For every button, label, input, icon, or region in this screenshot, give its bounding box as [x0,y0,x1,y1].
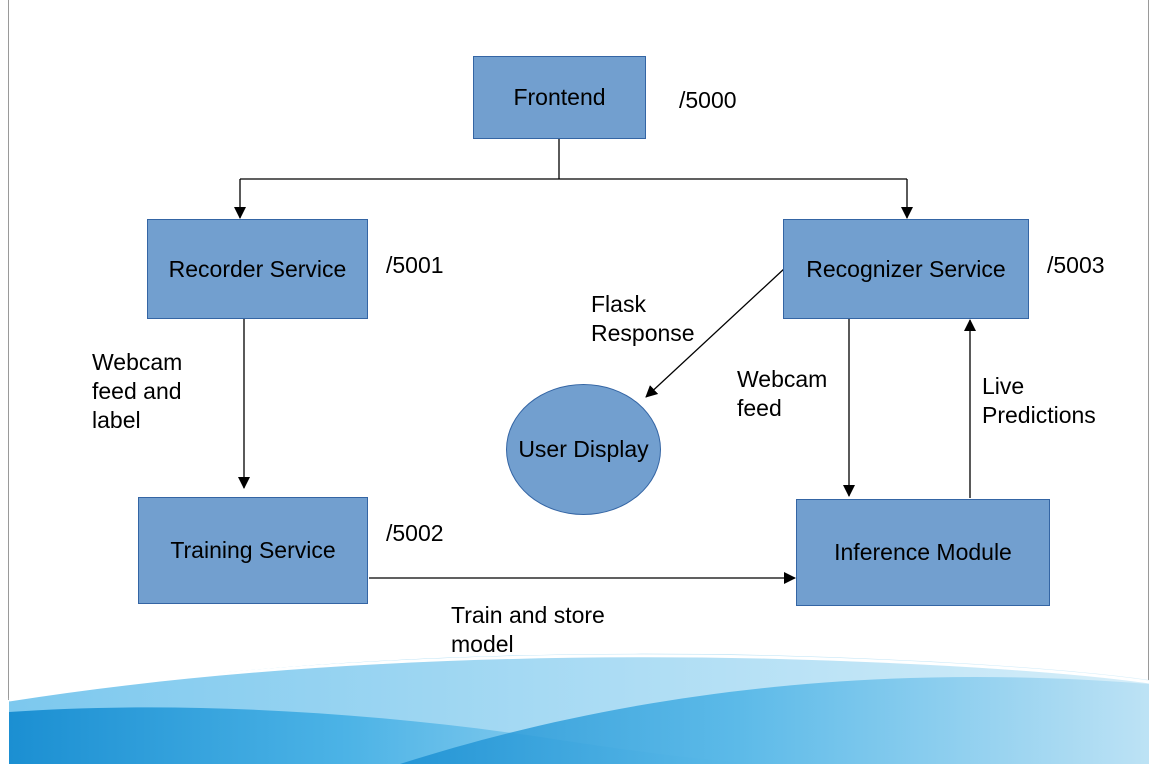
frontend-node: Frontend [473,56,646,139]
user-display-label: User Display [518,436,649,462]
inference-module-label: Inference Module [834,539,1012,565]
training-port-label: /5002 [386,520,444,546]
recorder-service-node: Recorder Service [147,219,368,319]
arrow-recognizer-to-display [645,267,786,398]
frontend-port-label: /5000 [679,87,737,113]
user-display-node: User Display [506,384,661,515]
slide-left-border [8,0,9,700]
recognizer-service-node: Recognizer Service [783,219,1029,319]
flask-response-text: Flask Response [591,291,695,346]
recognizer-port-label: /5003 [1047,252,1105,278]
connectors [234,138,976,584]
live-predictions-text: Live Predictions [982,373,1096,428]
train-and-store-model-text: Train and store model [451,602,605,657]
webcam-feed-and-label-text: Webcam feed and label [92,349,183,433]
webcam-feed-text: Webcam feed [737,366,828,421]
recorder-service-label: Recorder Service [168,255,347,282]
footer-wave [8,653,1150,764]
training-service-node: Training Service [138,497,368,604]
slide-right-border [1148,0,1149,690]
inference-module-node: Inference Module [796,499,1050,606]
recognizer-service-label: Recognizer Service [806,255,1006,282]
recorder-port-label: /5001 [386,252,444,278]
training-service-label: Training Service [170,537,336,563]
frontend-node-label: Frontend [513,84,606,110]
